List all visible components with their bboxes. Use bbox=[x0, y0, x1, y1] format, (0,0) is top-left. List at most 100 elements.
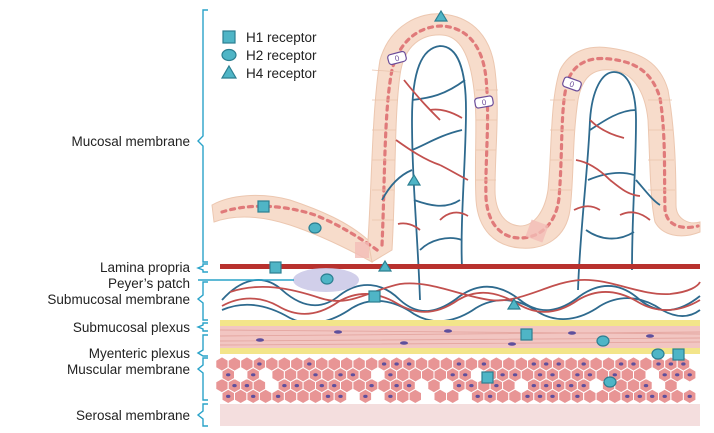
epithelium-patch-mid bbox=[525, 219, 549, 243]
bracket-mucosal bbox=[197, 9, 208, 263]
layer-labels: Mucosal membrane Lamina propria Peyer’s … bbox=[47, 134, 190, 423]
receptor-markers bbox=[257, 9, 685, 388]
label-lamina-propria: Lamina propria bbox=[100, 260, 191, 275]
muscle-cell-nucleus bbox=[394, 362, 399, 366]
muscle-cell-nucleus bbox=[662, 394, 667, 398]
h1-receptor-marker bbox=[520, 328, 533, 341]
muscle-cell-nucleus bbox=[251, 373, 256, 377]
muscle-cell-nucleus bbox=[675, 373, 680, 377]
layer-brackets bbox=[196, 9, 294, 427]
epithelial-cell-borders bbox=[371, 69, 675, 221]
legend-h1-swatch bbox=[222, 30, 236, 44]
h2-receptor-marker bbox=[320, 273, 334, 285]
epithelium-left-fold bbox=[211, 194, 373, 263]
muscle-cell bbox=[608, 388, 622, 405]
legend-h4-label: H4 receptor bbox=[246, 66, 317, 81]
muscular-membrane-cells bbox=[215, 356, 697, 405]
muscle-cell-nucleus bbox=[456, 362, 462, 366]
lamina-propria-band bbox=[220, 264, 700, 269]
legend-h1-label: H1 receptor bbox=[246, 30, 317, 45]
muscle-cell-nucleus bbox=[469, 384, 474, 388]
muscle-cell-nucleus bbox=[313, 373, 318, 377]
muscle-cell-nucleus bbox=[406, 362, 412, 366]
muscle-cell-nucleus bbox=[500, 373, 505, 377]
bracket-myenteric bbox=[196, 334, 208, 357]
muscle-cell-nucleus bbox=[687, 373, 692, 377]
bracket-serosal bbox=[196, 403, 208, 427]
label-mucosal-membrane: Mucosal membrane bbox=[71, 134, 190, 149]
legend: H1 receptor H2 receptor H4 receptor bbox=[220, 30, 317, 81]
cell-mark-label: 0 bbox=[568, 79, 576, 89]
muscle-cell bbox=[583, 388, 597, 405]
muscle-cell-nucleus bbox=[512, 373, 518, 377]
h2-receptor-marker bbox=[651, 348, 665, 360]
muscle-cell-nucleus bbox=[319, 384, 324, 388]
legend-h2-label: H2 receptor bbox=[246, 48, 317, 63]
cell-mark-label: 0 bbox=[481, 98, 487, 108]
muscle-cell-nucleus bbox=[550, 394, 555, 398]
muscle-cell-nucleus bbox=[275, 394, 281, 398]
muscle-cell-nucleus bbox=[381, 362, 387, 366]
muscle-cell-nucleus bbox=[257, 362, 262, 366]
h1-receptor-marker bbox=[269, 261, 282, 274]
label-muscular-membrane: Muscular membrane bbox=[67, 362, 190, 377]
muscle-cell bbox=[495, 388, 510, 405]
h1-receptor-marker bbox=[257, 200, 270, 213]
muscle-cell bbox=[670, 388, 684, 405]
muscle-cell-nucleus bbox=[226, 373, 231, 377]
muscle-cell-nucleus bbox=[662, 373, 667, 377]
muscle-cell-nucleus bbox=[282, 384, 287, 388]
muscle-cell-nucleus bbox=[475, 394, 480, 398]
epithelium-villus-left bbox=[367, 13, 701, 263]
muscle-cell-nucleus bbox=[531, 384, 536, 388]
muscle-cell bbox=[408, 388, 422, 405]
muscle-cell-nucleus bbox=[463, 373, 468, 377]
muscle-cell-nucleus bbox=[325, 394, 331, 398]
h4-receptor-marker bbox=[433, 9, 449, 22]
muscle-cell bbox=[558, 388, 572, 405]
cell-mark-1: 0 bbox=[387, 50, 407, 66]
h2-receptor-marker bbox=[596, 335, 610, 347]
muscle-cell-nucleus bbox=[251, 394, 256, 398]
muscle-cell-nucleus bbox=[537, 394, 543, 398]
epithelium-patch-left bbox=[355, 242, 369, 258]
muscle-cell-nucleus bbox=[650, 394, 655, 398]
muscle-cell-nucleus bbox=[668, 362, 674, 366]
muscle-cell-nucleus bbox=[575, 394, 580, 398]
muscle-cell-nucleus bbox=[569, 384, 574, 388]
h4-receptor-marker bbox=[506, 297, 522, 310]
muscle-cell-nucleus bbox=[681, 362, 686, 366]
label-submucosal-membrane: Submucosal membrane bbox=[47, 292, 190, 307]
muscle-cell-nucleus bbox=[388, 373, 393, 377]
serosal-membrane-band bbox=[220, 404, 700, 426]
muscle-cell-nucleus bbox=[581, 384, 586, 388]
cell-mark-2: 0 bbox=[474, 95, 494, 109]
muscle-cell-nucleus bbox=[687, 394, 692, 398]
muscle-cell-nucleus bbox=[363, 394, 368, 398]
muscle-cell-nucleus bbox=[618, 362, 624, 366]
cell-marks: 0 0 0 bbox=[387, 50, 582, 109]
muscle-cell-nucleus bbox=[481, 362, 487, 366]
muscle-cell-nucleus bbox=[612, 373, 617, 377]
bracket-submucosal bbox=[196, 281, 208, 321]
muscle-cell-nucleus bbox=[531, 362, 536, 366]
muscle-cell-nucleus bbox=[556, 362, 561, 366]
muscle-cell-nucleus bbox=[550, 373, 555, 377]
vein-left-villus bbox=[411, 45, 467, 301]
muscle-cell-nucleus bbox=[450, 373, 455, 377]
myenteric-plexus-band bbox=[220, 348, 700, 354]
muscle-cell-nucleus bbox=[307, 362, 312, 366]
bracket-lamina bbox=[196, 263, 208, 273]
muscle-cell bbox=[433, 388, 447, 405]
muscle-cell-nucleus bbox=[456, 384, 462, 388]
muscle-cell-nucleus bbox=[656, 362, 661, 366]
h2-receptor-marker bbox=[308, 222, 322, 234]
muscle-cell bbox=[296, 388, 310, 405]
submucosal-vessels bbox=[221, 279, 701, 324]
legend-h4-swatch bbox=[220, 64, 238, 79]
muscle-cell-nucleus bbox=[388, 394, 393, 398]
cell-mark-3: 0 bbox=[562, 76, 582, 92]
muscle-cell-nucleus bbox=[232, 384, 237, 388]
muscle-cell-nucleus bbox=[350, 373, 356, 377]
